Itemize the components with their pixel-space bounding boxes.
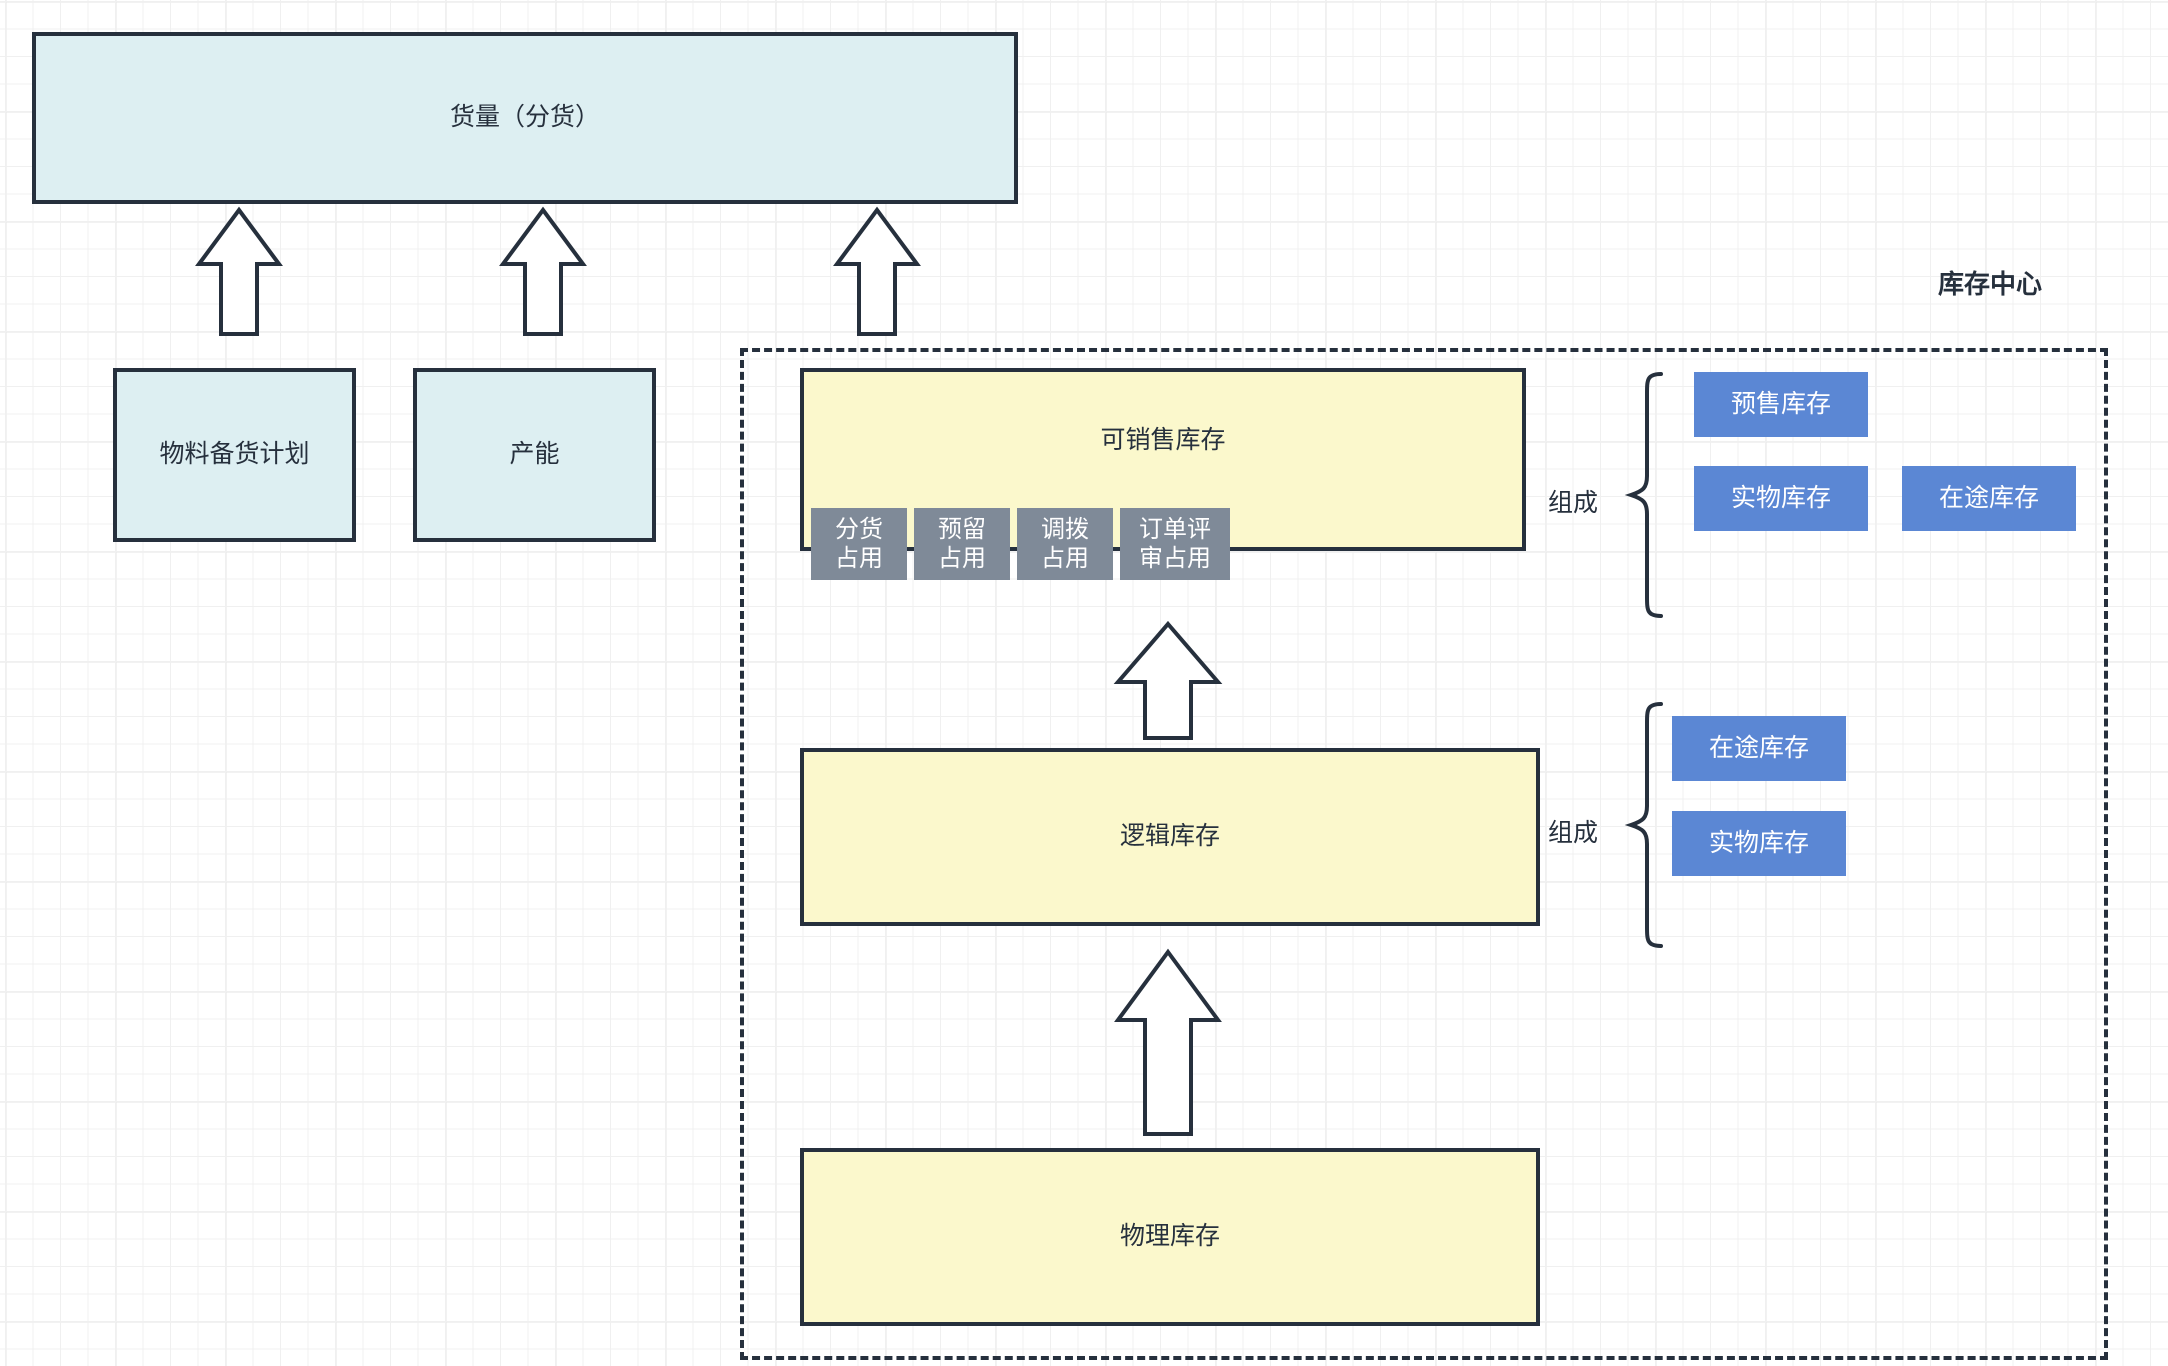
node-intransit-stock-2[interactable]: 在途库存 <box>1672 716 1846 781</box>
node-physical-stock-2[interactable]: 实物库存 <box>1672 811 1846 876</box>
node-logical-inventory-label: 逻辑库存 <box>1119 822 1220 851</box>
node-physical-stock-2-label: 实物库存 <box>1708 829 1809 858</box>
node-capacity[interactable]: 产能 <box>413 368 656 542</box>
curly-brace-2 <box>1624 702 1663 948</box>
arrow-up-physical-to-logical <box>1114 948 1222 1136</box>
node-intransit-stock-1-label: 在途库存 <box>1938 484 2039 513</box>
node-capacity-label: 产能 <box>509 440 560 469</box>
node-physical-stock-1[interactable]: 实物库存 <box>1694 466 1868 531</box>
chip-order-review-occupied-label: 订单评 审占用 <box>1139 515 1211 572</box>
arrow-up-material-plan <box>195 206 283 336</box>
chip-order-review-occupied[interactable]: 订单评 审占用 <box>1120 508 1230 580</box>
node-material-stocking-plan[interactable]: 物料备货计划 <box>113 368 356 542</box>
node-physical-inventory-label: 物理库存 <box>1119 1222 1220 1251</box>
chip-reserved-occupied[interactable]: 预留 占用 <box>914 508 1010 580</box>
composition-label-2: 组成 <box>1548 819 1599 847</box>
node-presale-inventory[interactable]: 预售库存 <box>1694 372 1868 437</box>
chip-allocation-occupied[interactable]: 分货 占用 <box>811 508 907 580</box>
node-physical-stock-1-label: 实物库存 <box>1730 484 1831 513</box>
node-shipment-volume-label: 货量（分货） <box>449 103 600 132</box>
curly-brace-1 <box>1624 372 1663 618</box>
arrow-up-capacity <box>499 206 587 336</box>
chip-reserved-occupied-label: 预留 占用 <box>938 515 986 572</box>
node-sellable-inventory-label: 可销售库存 <box>1100 426 1226 454</box>
composition-label-1: 组成 <box>1548 489 1599 517</box>
node-material-stocking-plan-label: 物料备货计划 <box>159 440 310 469</box>
arrow-up-sellable-inventory <box>833 206 921 336</box>
node-logical-inventory[interactable]: 逻辑库存 <box>800 748 1540 926</box>
node-physical-inventory[interactable]: 物理库存 <box>800 1148 1540 1326</box>
chip-transfer-occupied[interactable]: 调拨 占用 <box>1017 508 1113 580</box>
region-inventory-center-title: 库存中心 <box>1938 269 2043 299</box>
node-presale-inventory-label: 预售库存 <box>1730 390 1831 419</box>
node-shipment-volume[interactable]: 货量（分货） <box>32 32 1018 204</box>
node-intransit-stock-1[interactable]: 在途库存 <box>1902 466 2076 531</box>
arrow-up-logical-to-sellable <box>1113 620 1223 740</box>
node-intransit-stock-2-label: 在途库存 <box>1708 734 1809 763</box>
chip-transfer-occupied-label: 调拨 占用 <box>1041 515 1089 572</box>
region-inventory-center <box>740 348 2108 1360</box>
chip-allocation-occupied-label: 分货 占用 <box>835 515 883 572</box>
